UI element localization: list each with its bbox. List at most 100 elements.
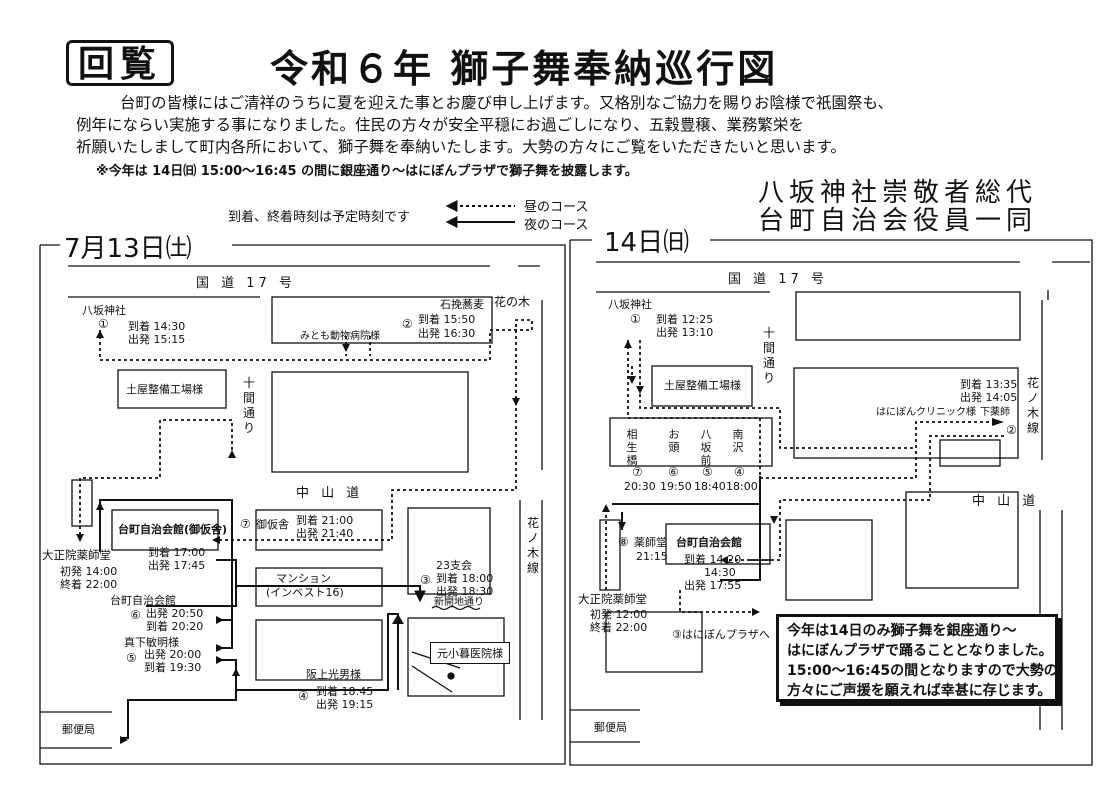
day14-yasaka-num: ① (630, 312, 641, 326)
day13-p4-name: 阪上光男様 (306, 668, 361, 681)
day13-p4-num: ④ (298, 689, 309, 703)
day13-road-jikkan: 十間通り (242, 376, 255, 435)
day14-yasaka: 八坂神社 (608, 298, 652, 311)
day13-p6-arrive: 到着 20:20 (146, 620, 204, 633)
day13-p5-arrive: 到着 19:30 (144, 661, 202, 674)
day14-haniclinic: はにぼんクリニック様 (876, 407, 976, 418)
special-note: ※今年は 14日㈰ 15:00～16:45 の間に銀座通り～はにぼんプラザで獅子… (96, 164, 638, 179)
day14-road-jikkan: 十間通り (762, 326, 775, 385)
day14-p8-time: 21:15 (636, 550, 668, 563)
day14-title: 14日㈰ (600, 222, 694, 259)
day13-p7-depart: 出発 21:40 (296, 527, 354, 540)
callout-line-2: はにぼんプラザで踊ることとなりました。 (787, 643, 1053, 659)
day14-yasaka-arrive: 到着 12:25 (656, 313, 714, 326)
day14-p2-depart: 出発 14:05 (960, 391, 1018, 404)
day14-jichikaikan: 台町自治会館 (676, 536, 742, 549)
day14-jk-depart: 出発 17:55 (684, 579, 742, 592)
day14-col-aioi: 相生橋 (626, 428, 638, 467)
day14-tsuchiya: 土屋整備工場様 (664, 379, 741, 392)
day13-hananoki-shop: 花の木 (494, 295, 531, 309)
callout-line-1: 今年は14日のみ獅子舞を銀座通り～ (787, 623, 1017, 639)
legend-day-label: 昼のコース (524, 200, 589, 215)
day13-shinkaichi: 新開地通り (434, 597, 484, 608)
day13-yasaka-arrive: 到着 14:30 (128, 320, 186, 333)
legend-note: 到着、終着時刻は予定時刻です (228, 210, 411, 225)
day14-taishoin-last: 終着 22:00 (590, 621, 648, 634)
info-callout: 今年は14日のみ獅子舞を銀座通り～ はにぼんプラザで踊ることとなりました。 15… (776, 614, 1058, 702)
day13-jichikaikan: 台町自治会館(御仮舎) (118, 523, 228, 536)
day13-taishoin: 大正院薬師堂 (42, 548, 111, 562)
signature-line-2: 台町自治会役員一同 (758, 206, 1038, 236)
day13-yasaka: 八坂神社 (82, 304, 126, 317)
day13-p7-name: 御仮舎 (256, 518, 289, 531)
day13-p3-depart: 出発 18:30 (436, 585, 494, 598)
day13-post: 郵便局 (62, 723, 95, 736)
day14-c6-num: ⑥ (668, 465, 679, 479)
intro-line-2: 例年にならい実施する事になりました。住民の方々が安全平穏にお過ごしになり、五穀豊… (76, 116, 804, 134)
day13-p5-depart: 出発 20:00 (144, 648, 202, 661)
day14-road-hananoki: 花ノ木線 (1026, 376, 1039, 435)
day14-road-kokudo: 国 道 17 号 (728, 272, 828, 287)
day14-c5-num: ⑤ (702, 465, 713, 479)
day13-p4-arrive: 到着 18:45 (316, 685, 374, 698)
day14-frame (569, 239, 1093, 766)
day14-p2-arrive: 到着 13:35 (960, 378, 1018, 391)
day13-tsuchiya: 土屋整備工場様 (126, 383, 203, 396)
day13-mitomo: みとも動物病院様 (300, 331, 380, 342)
intro-text: 台町の皆様にはご清祥のうちに夏を迎えた事とお慶び申し上げます。又格別なご協力を賜… (76, 92, 1016, 158)
day13-p3-num: ③ (420, 573, 431, 587)
day13-p4-depart: 出発 19:15 (316, 698, 374, 711)
day13-sekikan: 石挽蕎麦 (440, 298, 484, 311)
day13-taishoin-depart: 出発 17:45 (148, 559, 206, 572)
day14-shimoyakushi: 下薬師 (980, 407, 1010, 418)
day13-motokoboku: 元小暮医院様 (430, 642, 510, 664)
day14-p8-name: 薬師堂 (634, 536, 667, 549)
day14-c7-time: 20:30 (624, 480, 656, 493)
intro-line-3: 祈願いたしまして町内各所において、獅子舞を奉納いたします。大勢の方々にご覧をいた… (76, 138, 846, 156)
callout-line-3: 15:00～16:45の間となりますので大勢の (787, 663, 1058, 679)
day13-taishoin-arrive: 到着 17:00 (148, 546, 206, 559)
day13-p3-name: 23支会 (436, 559, 472, 572)
day13-taishoin-last: 終着 22:00 (60, 578, 118, 591)
day14-jk-arrive: 到着 14:20 (684, 553, 742, 566)
day13-frame (39, 244, 566, 765)
day14-c7-num: ⑦ (632, 465, 643, 479)
intro-line-1: 台町の皆様にはご清祥のうちに夏を迎えた事とお慶び申し上げます。又格別なご協力を賜… (120, 94, 893, 112)
legend-night-label: 夜のコース (524, 218, 589, 233)
day14-p2-num: ② (1006, 423, 1017, 437)
day14-taishoin: 大正院薬師堂 (578, 592, 647, 606)
day13-p6-depart: 出発 20:50 (146, 607, 204, 620)
day13-p3-arrive: 到着 18:00 (436, 572, 494, 585)
day13-p7-arrive: 到着 21:00 (296, 514, 354, 527)
day13-p7-num: ⑦ (240, 517, 251, 531)
day14-col-yasakamae: 八坂前 (700, 428, 712, 467)
day14-taishoin-first: 初発 12:00 (590, 608, 648, 621)
day13-road-kokudo: 国 道 17 号 (196, 276, 296, 291)
day13-road-hananoki: 花ノ木線 (526, 516, 539, 575)
day13-title: 7月13日㈯ (60, 228, 196, 265)
day14-yasaka-depart: 出発 13:10 (656, 326, 714, 339)
day14-road-nakasendo: 中 山 道 (972, 494, 1040, 509)
day14-p3: ③はにぼんプラザへ (672, 628, 770, 641)
kairan-badge: 回覧 (66, 40, 174, 86)
day14-c6-time: 19:50 (660, 480, 692, 493)
day13-p6-num: ⑥ (130, 608, 141, 622)
day14-c4-time: 18:00 (726, 480, 758, 493)
day13-p5-name: 真下敏明様 (124, 636, 179, 649)
day13-p5-num: ⑤ (126, 651, 137, 665)
day14-jk-mid: 14:30 (704, 566, 736, 579)
signature-line-1: 八坂神社崇敬者総代 (758, 178, 1038, 208)
day14-p8-num: ⑧ (618, 535, 629, 549)
day13-yasaka-depart: 出発 15:15 (128, 333, 186, 346)
day14-col-otou: お頭 (668, 428, 680, 454)
day14-col-minamisawa: 南沢 (732, 428, 744, 454)
day13-mansion-sub: (インベスト16) (266, 586, 344, 599)
day13-p2-depart: 出発 16:30 (418, 327, 476, 340)
day14-c4-num: ④ (734, 465, 745, 479)
day13-mansion: マンション (276, 572, 331, 585)
day13-road-nakasendo: 中 山 道 (296, 486, 364, 501)
day14-post: 郵便局 (594, 721, 627, 734)
day13-p6-name: 台町自治会館 (110, 594, 176, 607)
day13-p2-num: ② (402, 317, 413, 331)
